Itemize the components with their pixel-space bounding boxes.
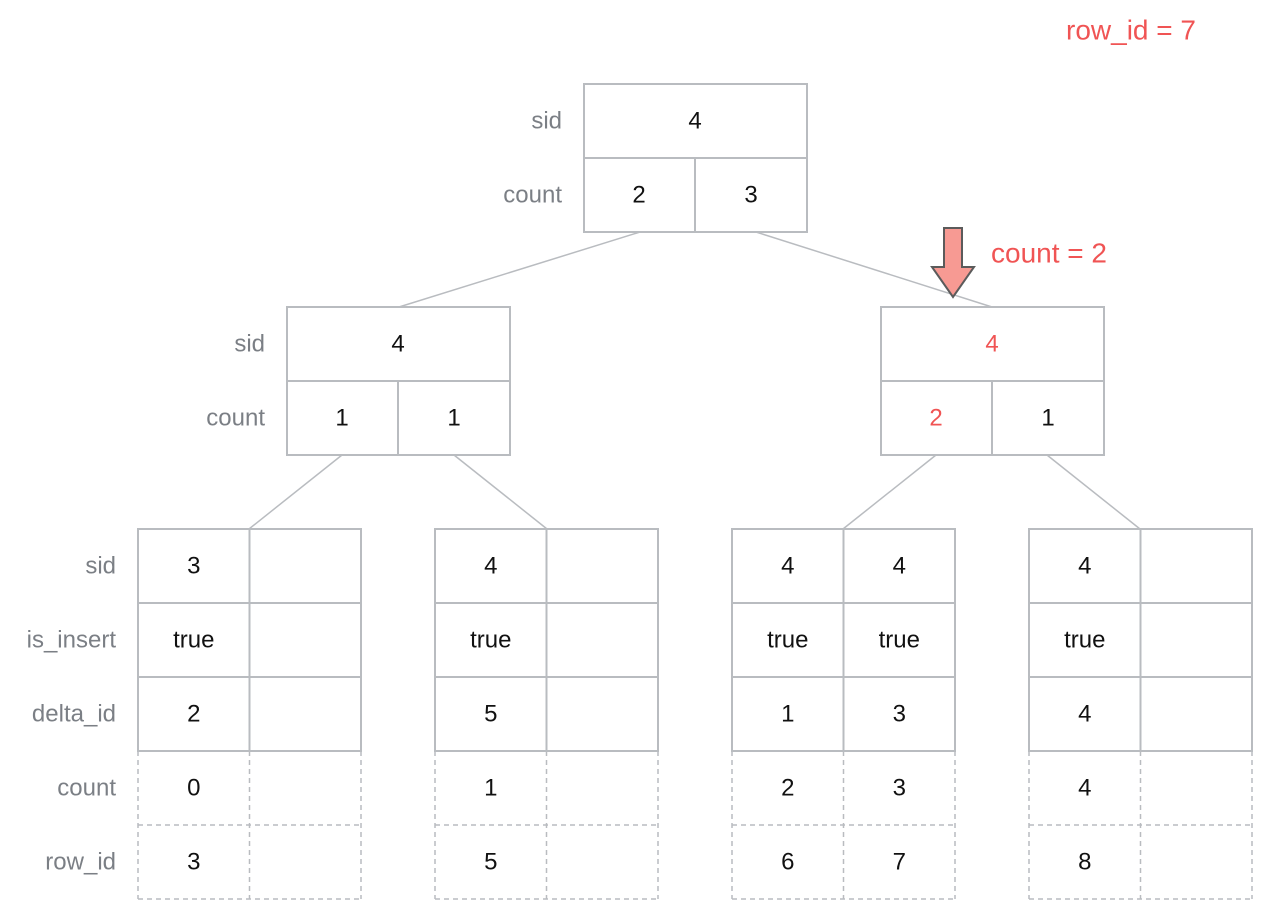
internal-right-sid: 4 — [985, 331, 998, 358]
edge-left-leaf1 — [248, 454, 343, 530]
internal-left-count-right: 1 — [447, 405, 460, 432]
internal-right-count-right: 1 — [1041, 405, 1054, 432]
leaf-sid-value: 4 — [1078, 553, 1091, 580]
internal-left-sid: 4 — [391, 331, 404, 358]
leaf-is-insert-value: true — [173, 627, 214, 654]
leaf-is-insert-value: true — [1064, 627, 1105, 654]
leaf-row-id-value: 5 — [484, 849, 497, 876]
internal-sid-label: sid — [234, 331, 265, 358]
leaf-delta-id-value: 2 — [187, 701, 200, 728]
leaf-node: 3 true 2 0 3 — [137, 528, 362, 900]
leaf-delta-id-label: delta_id — [32, 701, 116, 728]
leaf-node: 4 true 1 2 6 4 true 3 3 7 — [731, 528, 956, 900]
internal-left-count-left: 1 — [335, 405, 348, 432]
leaf-row-id-label: row_id — [45, 849, 116, 876]
leaf-sid-value: 4 — [781, 553, 794, 580]
internal-right-count-left: 2 — [929, 405, 942, 432]
internal-node-left: sid count 4 1 1 — [206, 306, 511, 456]
leaf-count-value: 0 — [187, 775, 200, 802]
root-sid: 4 — [688, 108, 701, 135]
leaf-is-insert-label: is_insert — [27, 627, 117, 654]
row-id-annotation: row_id = 7 — [1066, 15, 1196, 46]
leaf-is-insert-value: true — [470, 627, 511, 654]
edge-right-leaf3 — [842, 454, 937, 530]
internal-node-right: 4 2 1 — [880, 306, 1105, 456]
leaf-delta-id-value: 4 — [1078, 701, 1091, 728]
root-count-right: 3 — [744, 182, 757, 209]
root-sid-label: sid — [531, 108, 562, 135]
down-arrow-icon — [930, 227, 976, 299]
leaf-count-value: 2 — [781, 775, 794, 802]
leaf-count-value: 1 — [484, 775, 497, 802]
leaf-count-value: 4 — [1078, 775, 1091, 802]
leaf-delta-id-value: 3 — [893, 701, 906, 728]
leaf-delta-id-value: 5 — [484, 701, 497, 728]
root-node: sid count 4 2 3 — [503, 83, 808, 233]
internal-count-label: count — [206, 405, 265, 432]
leaf-sid-value: 4 — [893, 553, 906, 580]
leaf-row-id-value: 3 — [187, 849, 200, 876]
leaf-row-id-value: 6 — [781, 849, 794, 876]
leaf-sid-label: sid — [85, 553, 116, 580]
leaf-node: 4 true 4 4 8 — [1028, 528, 1253, 900]
leaf-row-id-value: 8 — [1078, 849, 1091, 876]
leaf-is-insert-value: true — [767, 627, 808, 654]
leaf-delta-id-value: 1 — [781, 701, 794, 728]
leaf-count-label: count — [57, 775, 116, 802]
root-count-left: 2 — [632, 182, 645, 209]
leaf-sid-value: 4 — [484, 553, 497, 580]
leaf-node: 4 true 5 1 5 — [434, 528, 659, 900]
edge-left-leaf2 — [453, 454, 548, 530]
leaf-sid-value: 3 — [187, 553, 200, 580]
edge-root-left — [398, 231, 641, 308]
leaf-count-value: 3 — [893, 775, 906, 802]
leaf-is-insert-value: true — [879, 627, 920, 654]
leaf-row-id-value: 7 — [893, 849, 906, 876]
edge-right-leaf4 — [1046, 454, 1141, 530]
leaf-nodes: 3 true 2 0 3 4 true 5 1 5 4 true 1 2 6 4 true 3 3 7 4 true 4 4 8 — [137, 528, 1253, 900]
count-annotation: count = 2 — [991, 238, 1107, 269]
root-count-label: count — [503, 182, 562, 209]
